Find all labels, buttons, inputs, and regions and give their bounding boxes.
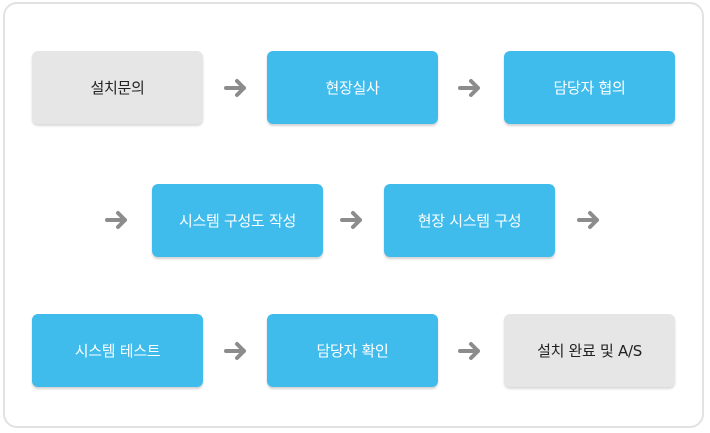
step-label: 현장 시스템 구성 [417, 212, 522, 230]
step-label: 현장실사 [325, 79, 380, 97]
step-site-system-setup: 현장 시스템 구성 [384, 184, 555, 257]
arrow-right-icon [340, 209, 366, 231]
arrow-right-icon [577, 209, 603, 231]
step-label: 시스템 구성도 작성 [179, 212, 296, 230]
step-manager-confirmation: 담당자 확인 [267, 314, 438, 387]
arrow-right-icon [105, 209, 131, 231]
arrow-right-icon [224, 340, 250, 362]
step-installation-complete-as: 설치 완료 및 A/S [504, 314, 675, 387]
arrow-right-icon [458, 77, 484, 99]
step-label: 시스템 테스트 [74, 342, 161, 360]
step-installation-inquiry: 설치문의 [32, 51, 203, 124]
step-system-design: 시스템 구성도 작성 [152, 184, 323, 257]
step-label: 설치문의 [90, 79, 145, 97]
arrow-right-icon [458, 340, 484, 362]
step-label: 담당자 협의 [553, 79, 626, 97]
step-label: 설치 완료 및 A/S [537, 342, 642, 360]
step-manager-consultation: 담당자 협의 [504, 51, 675, 124]
arrow-right-icon [224, 77, 250, 99]
step-label: 담당자 확인 [316, 342, 389, 360]
step-site-survey: 현장실사 [267, 51, 438, 124]
step-system-test: 시스템 테스트 [32, 314, 203, 387]
